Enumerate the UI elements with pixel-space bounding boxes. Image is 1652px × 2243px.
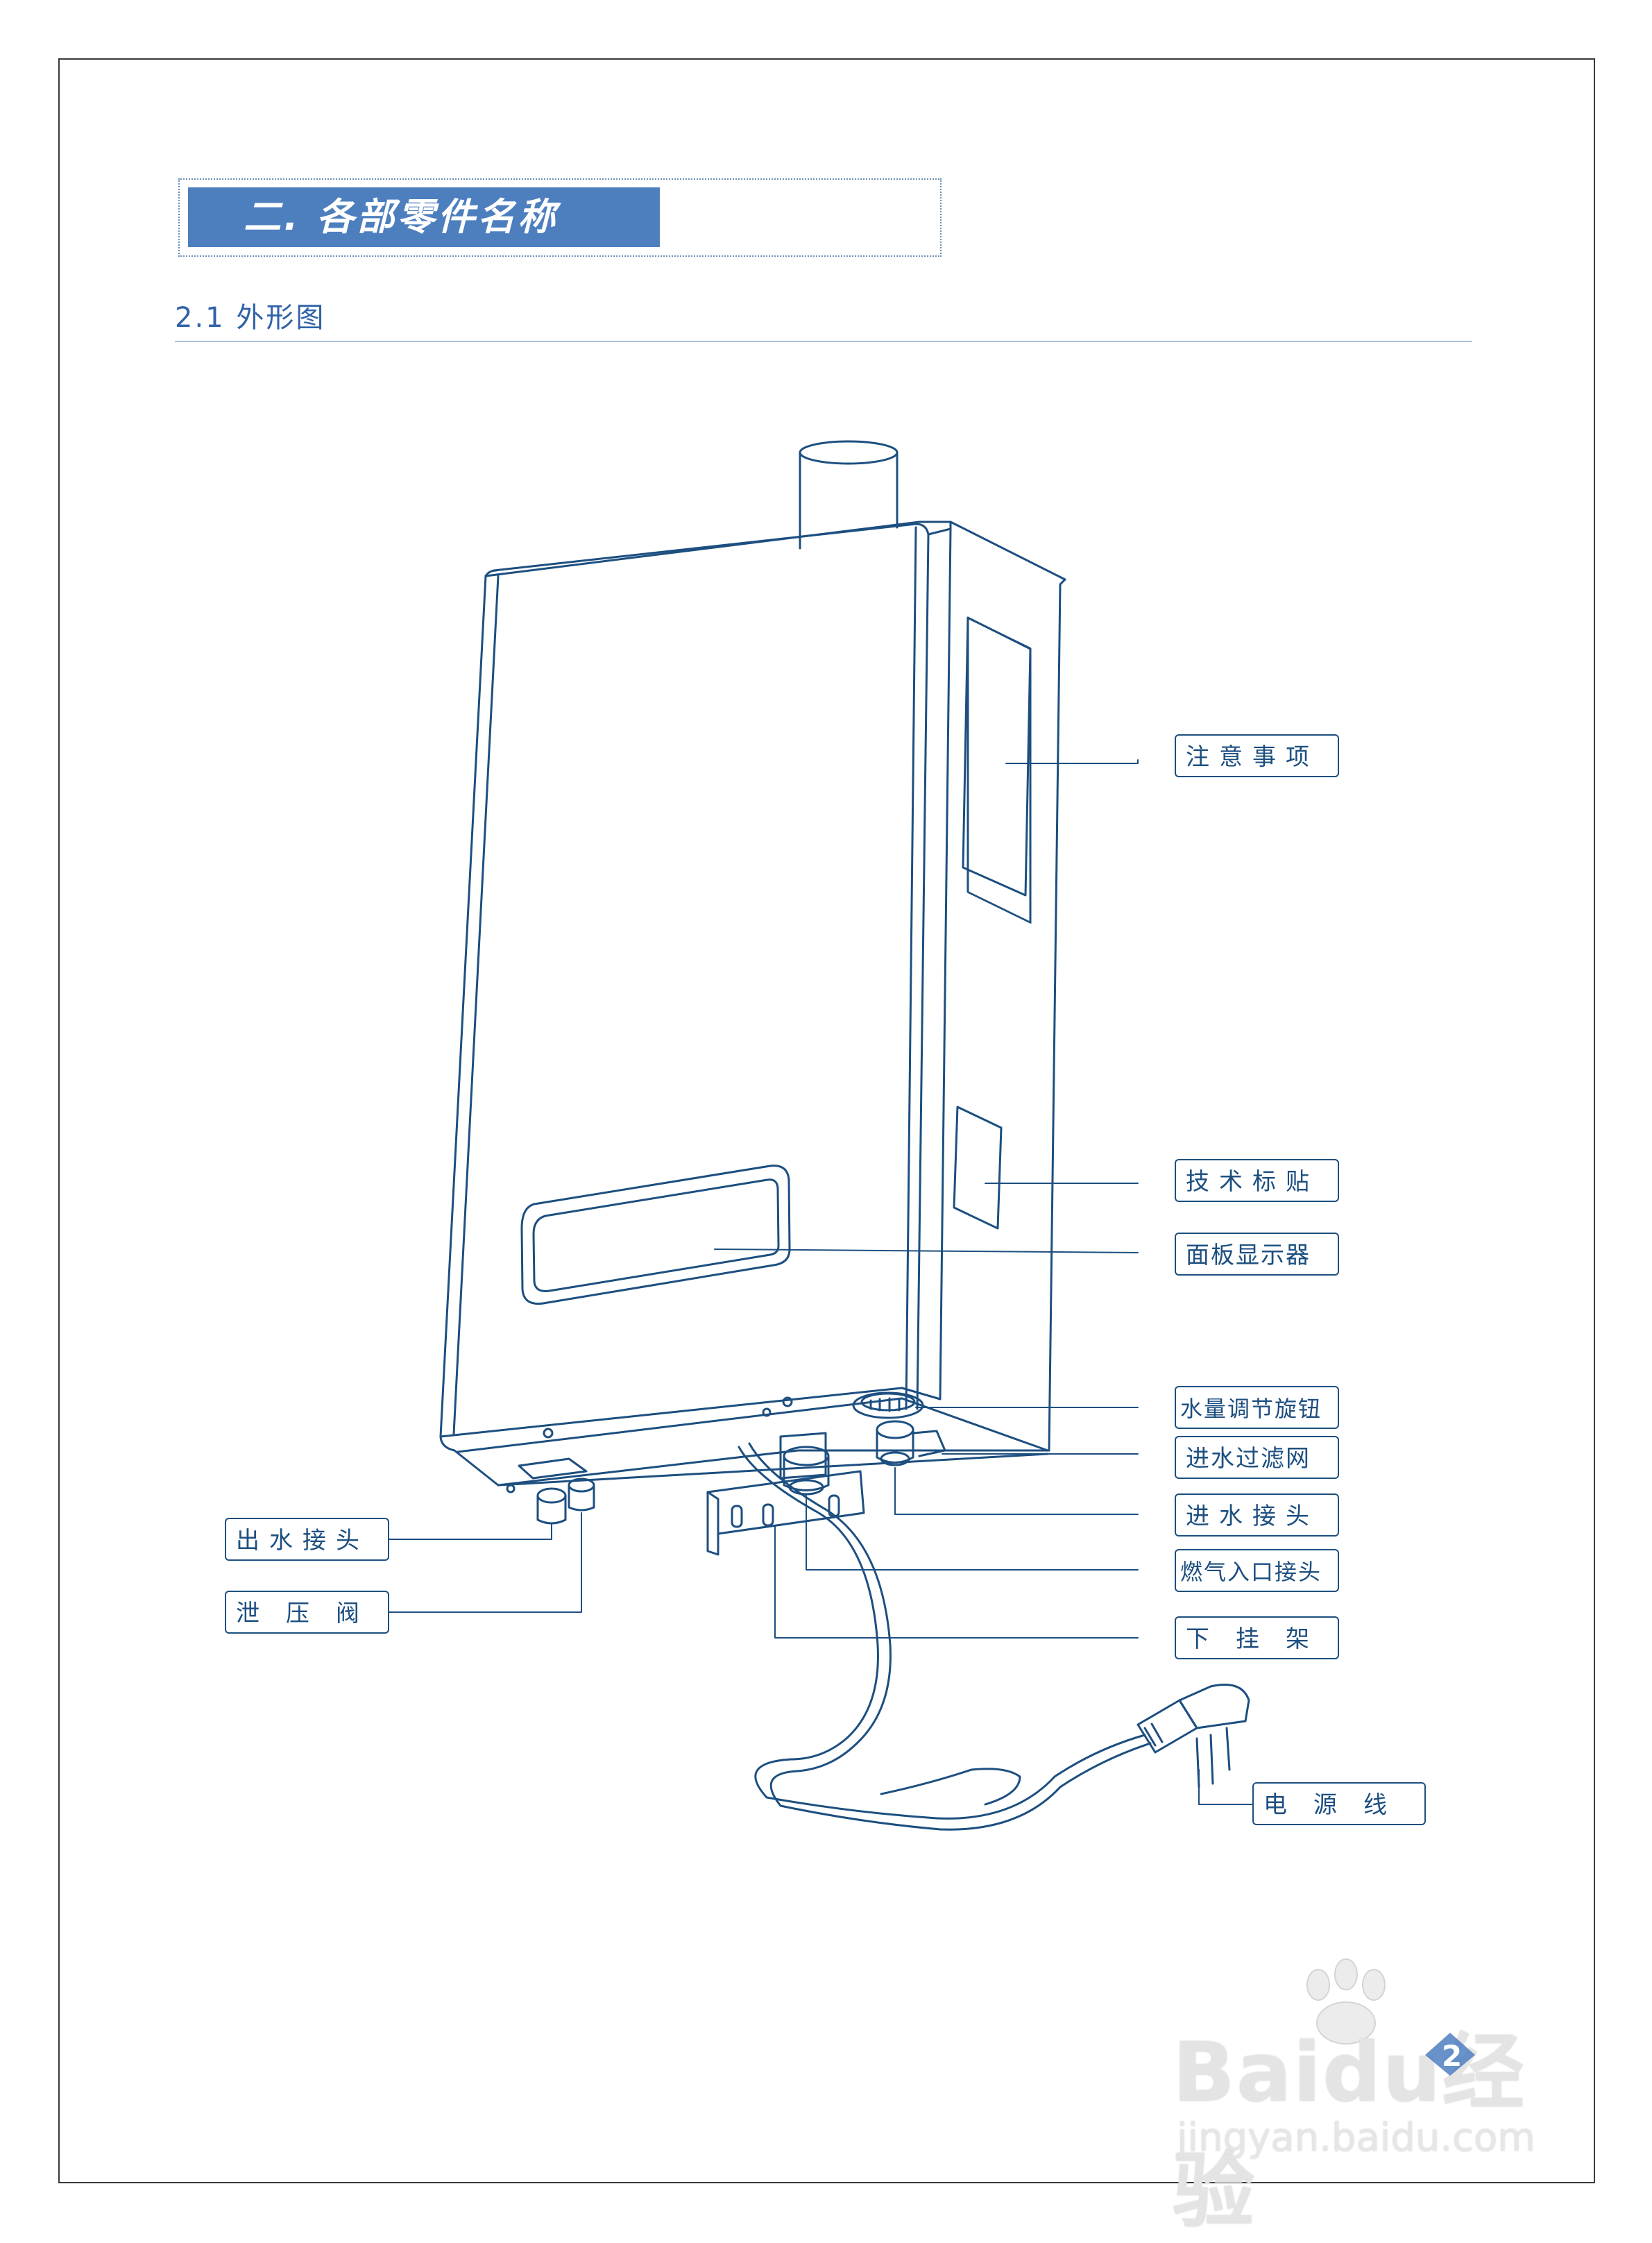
page-number-badge xyxy=(1425,2033,1475,2076)
chapter-heading: 二. 各部零件名称 xyxy=(188,187,660,247)
power-plug xyxy=(1136,1684,1250,1788)
baidu-paw-icon xyxy=(1306,1958,1386,2045)
water-knob xyxy=(852,1391,924,1419)
label-water-outlet: 出水接头 xyxy=(225,1518,389,1561)
lower-bracket xyxy=(706,1470,865,1556)
label-relief-valve: 泄 压 阀 xyxy=(225,1591,389,1634)
watermark-url: jingyan.baidu.com xyxy=(1177,2115,1535,2160)
water-inlet-connector xyxy=(876,1420,946,1466)
leader-lines xyxy=(388,759,1253,1805)
cabinet-side xyxy=(927,520,1066,1452)
cabinet-front xyxy=(439,523,930,1438)
section-heading: 2.1 外形图 xyxy=(175,302,326,334)
flue-pipe xyxy=(799,440,899,550)
label-inlet-filter: 进水过滤网 xyxy=(1175,1436,1339,1479)
watermark-brand: Baidu经验 xyxy=(1173,2024,1526,2239)
watermark: Baidu经验 jingyan.baidu.com xyxy=(1173,1999,1561,2239)
section-divider xyxy=(175,341,1472,342)
label-water-volume-knob: 水量调节旋钮 xyxy=(1175,1386,1339,1429)
cabinet-top xyxy=(484,520,1066,581)
page-number: 2 xyxy=(1442,2039,1463,2073)
page-border xyxy=(58,58,1595,2183)
label-panel-display: 面板显示器 xyxy=(1175,1233,1339,1276)
heading-frame xyxy=(178,178,942,257)
notice-sticker xyxy=(966,616,1032,924)
label-notice: 注意事项 xyxy=(1175,734,1339,777)
label-tech-sticker: 技术标贴 xyxy=(1175,1159,1339,1202)
label-gas-inlet: 燃气入口接头 xyxy=(1175,1549,1339,1592)
label-power-cord: 电 源 线 xyxy=(1252,1782,1426,1825)
display-window xyxy=(520,1165,791,1305)
gas-inlet-connector xyxy=(779,1432,830,1496)
power-cord xyxy=(738,1442,1152,1831)
label-lower-bracket: 下 挂 架 xyxy=(1175,1616,1339,1659)
label-water-inlet: 进水接头 xyxy=(1175,1493,1339,1537)
cabinet-bottom xyxy=(439,1387,1050,1487)
